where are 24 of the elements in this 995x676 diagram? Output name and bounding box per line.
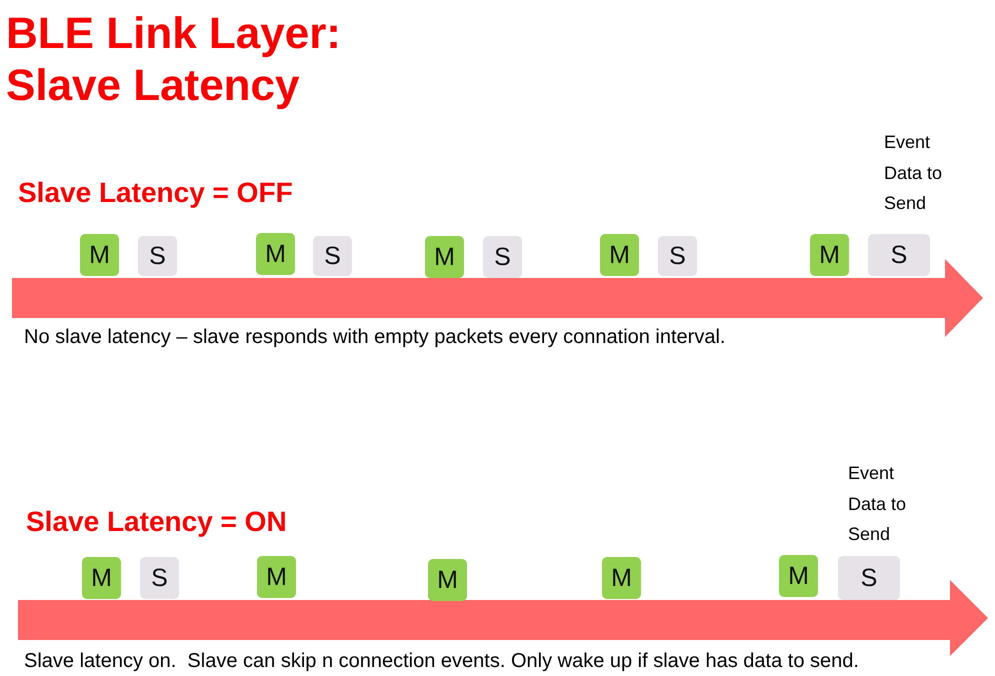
section-heading: Slave Latency = OFF	[18, 177, 293, 209]
master-packet: M	[600, 234, 639, 276]
master-packet: M	[602, 557, 641, 599]
slave-packet: S	[838, 556, 900, 600]
description-text: Slave latency on. Slave can skip n connection events. Only wake up if slave has data to send.	[24, 650, 859, 673]
master-packet: M	[779, 555, 818, 597]
master-packet: M	[257, 556, 296, 598]
description-text: No slave latency – slave responds with empty packets every connation interval.	[24, 326, 726, 349]
master-packet: M	[810, 234, 849, 276]
master-packet: M	[82, 557, 121, 599]
slave-packet: S	[313, 236, 352, 276]
slave-packet: S	[868, 234, 930, 276]
slave-packet: S	[483, 236, 522, 278]
master-packet: M	[425, 236, 464, 278]
master-packet: M	[428, 559, 467, 601]
slave-packet: S	[140, 557, 179, 599]
slave-packet: S	[658, 236, 697, 276]
event-note: Event Data to Send	[848, 462, 908, 546]
event-note: Event Data to Send	[884, 131, 944, 215]
slave-packet: S	[138, 236, 177, 276]
master-packet: M	[256, 233, 295, 275]
slide-title: BLE Link Layer: Slave Latency	[6, 8, 342, 112]
section-heading: Slave Latency = ON	[26, 506, 287, 538]
master-packet: M	[80, 234, 119, 276]
